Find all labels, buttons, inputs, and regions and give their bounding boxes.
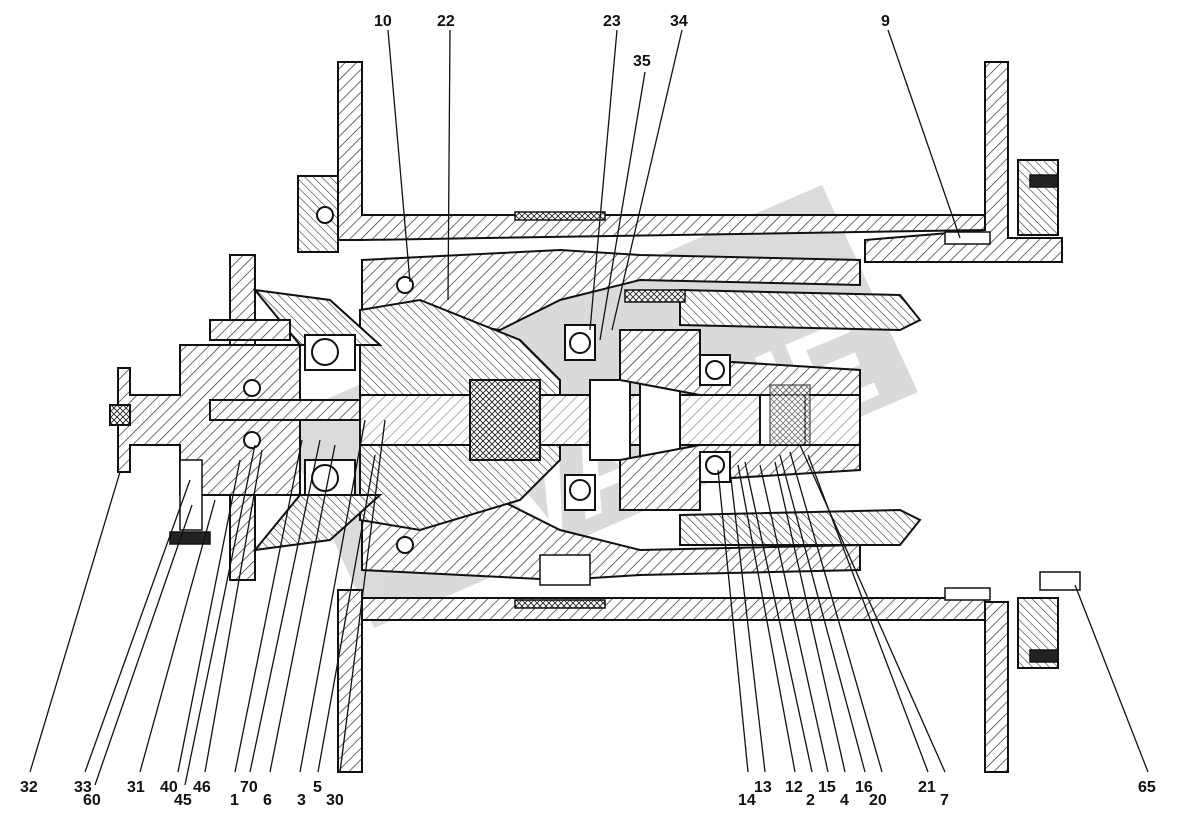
part-label-5: 5 (313, 779, 322, 796)
bearings (243, 276, 731, 554)
part-label-9: 9 (881, 13, 890, 30)
part-label-45: 45 (174, 792, 192, 809)
part-label-12: 12 (785, 779, 803, 796)
input-flange (109, 254, 383, 581)
planet-carrier (619, 288, 922, 546)
part-label-34: 34 (670, 13, 688, 30)
part-label-32: 32 (20, 779, 38, 796)
part-label-60: 60 (83, 792, 101, 809)
part-label-33: 33 (74, 779, 92, 796)
part-label-46: 46 (193, 779, 211, 796)
part-label-10: 10 (374, 13, 392, 30)
part-label-16: 16 (855, 779, 873, 796)
part-label-22: 22 (437, 13, 455, 30)
leader-lines (29, 29, 1149, 786)
part-label-40: 40 (160, 779, 178, 796)
part-label-65: 65 (1138, 779, 1156, 796)
part-label-4: 4 (840, 792, 849, 809)
part-label-6: 6 (263, 792, 272, 809)
part-label-20: 20 (869, 792, 887, 809)
part-label-15: 15 (818, 779, 836, 796)
part-label-31: 31 (127, 779, 145, 796)
part-label-7: 7 (940, 792, 949, 809)
part-label-30: 30 (326, 792, 344, 809)
part-label-70: 70 (240, 779, 258, 796)
part-label-2: 2 (806, 792, 815, 809)
part-label-21: 21 (918, 779, 936, 796)
part-label-3: 3 (297, 792, 306, 809)
part-label-1: 1 (230, 792, 239, 809)
part-label-35: 35 (633, 53, 651, 70)
labels-top: 10 22 23 34 35 9 (374, 13, 890, 70)
part-label-14: 14 (738, 792, 756, 809)
right-housing (864, 61, 1063, 773)
part-label-23: 23 (603, 13, 621, 30)
labels-bottom: 32 33 60 31 40 45 46 1 70 6 3 5 30 14 13… (20, 779, 1156, 809)
part-label-13: 13 (754, 779, 772, 796)
seals (169, 174, 1081, 663)
